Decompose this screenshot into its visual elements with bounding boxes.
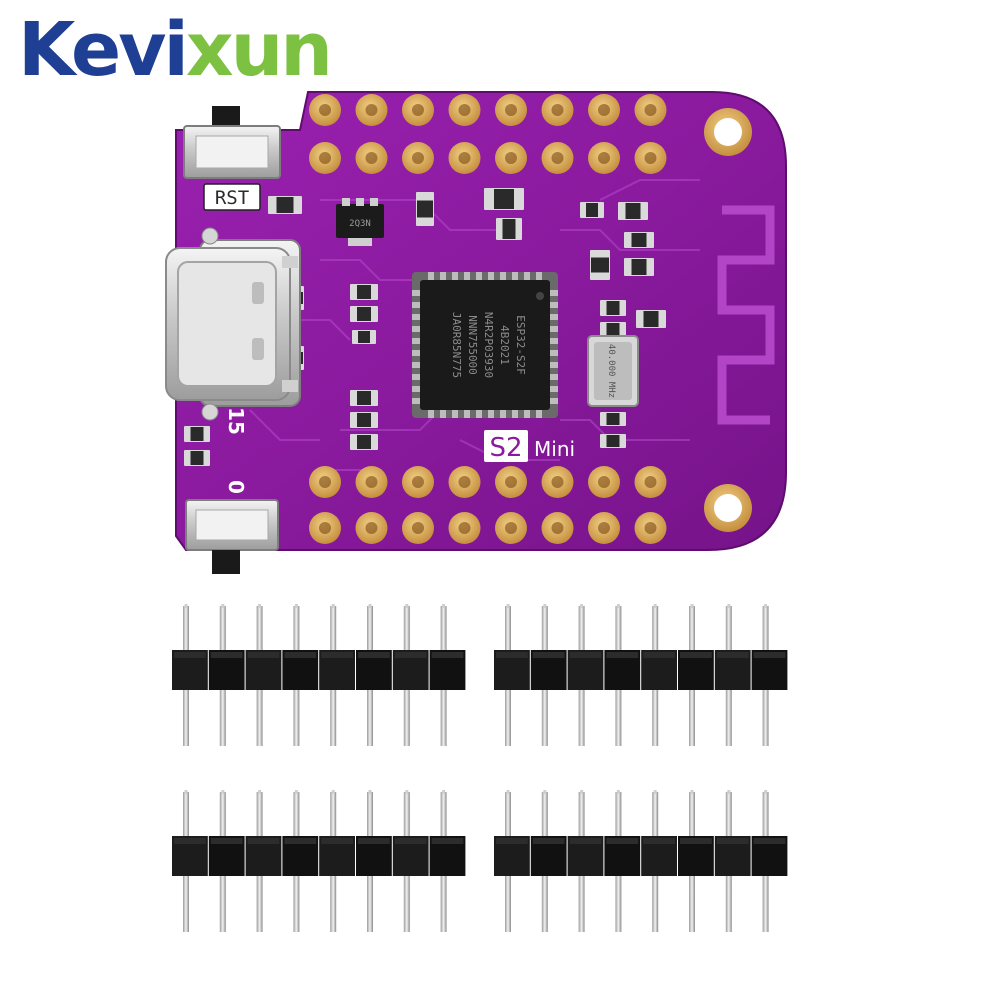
rst-button[interactable] xyxy=(183,106,281,179)
smd-component xyxy=(484,188,524,210)
rst-label-group: RST xyxy=(203,183,261,211)
solder-pad xyxy=(402,94,434,126)
solder-pad xyxy=(588,466,620,498)
model-label-box: S2 xyxy=(489,433,522,463)
svg-text:4B2021: 4B2021 xyxy=(498,325,511,365)
svg-text:JA0R85N775: JA0R85N775 xyxy=(450,312,463,378)
usb-c-port[interactable] xyxy=(165,227,301,421)
solder-pad xyxy=(355,466,388,498)
solder-pad xyxy=(495,512,527,544)
chip-marking: ESP32-S2F 4B2021 N4R2P03930 NNN755000 JA… xyxy=(450,312,527,378)
model-label-text: Mini xyxy=(534,437,575,461)
esp32-s2-chip: ESP32-S2F 4B2021 N4R2P03930 NNN755000 JA… xyxy=(412,272,558,418)
solder-pad xyxy=(634,142,667,174)
ic-marking: 2Q3N xyxy=(349,219,371,229)
solder-pad xyxy=(448,512,481,544)
solder-pad xyxy=(309,466,341,498)
pin-headers xyxy=(172,604,788,932)
solder-pad xyxy=(541,466,574,498)
mounting-hole-bottom xyxy=(704,484,752,532)
svg-text:ESP32-S2F: ESP32-S2F xyxy=(514,315,527,375)
solder-pad xyxy=(495,94,527,126)
crystal-label: 40.000 MHz xyxy=(606,344,616,398)
pin-label-0-group: 0 xyxy=(224,480,248,494)
solder-pad xyxy=(634,466,667,498)
solder-pad xyxy=(634,94,667,126)
solder-pad xyxy=(402,142,434,174)
smd-component xyxy=(580,202,604,218)
smd-components xyxy=(184,188,666,466)
solder-pad xyxy=(309,512,341,544)
solder-pad xyxy=(402,512,434,544)
solder-pad xyxy=(541,512,574,544)
model-label: S2 Mini xyxy=(484,430,575,463)
solder-pad xyxy=(634,512,667,544)
solder-pad xyxy=(448,94,481,126)
pin-label-15: 15 xyxy=(224,407,248,435)
smd-component xyxy=(350,284,378,300)
pin-header-strip xyxy=(172,790,466,932)
smd-component xyxy=(268,196,302,214)
smd-component xyxy=(184,426,210,442)
smd-component xyxy=(618,202,648,220)
voltage-regulator-ic: 2Q3N xyxy=(336,198,384,246)
smd-component xyxy=(352,330,376,344)
smd-component xyxy=(350,434,378,450)
smd-component xyxy=(600,434,626,448)
solder-pad xyxy=(588,512,620,544)
smd-component xyxy=(184,450,210,466)
smd-component xyxy=(350,412,378,428)
solder-pad xyxy=(495,142,527,174)
solder-pad xyxy=(541,142,574,174)
smd-component xyxy=(624,258,654,276)
solder-pad xyxy=(309,142,341,174)
smd-component xyxy=(590,250,610,280)
smd-component xyxy=(416,192,434,226)
solder-pad xyxy=(355,142,388,174)
pin-header-strip xyxy=(494,604,788,746)
mounting-hole-top xyxy=(704,108,752,156)
logo-text-part-b: xun xyxy=(185,7,333,93)
solder-pad xyxy=(309,94,341,126)
solder-pad xyxy=(448,142,481,174)
pin-header-strip xyxy=(494,790,788,932)
solder-pad xyxy=(355,512,388,544)
smd-component xyxy=(350,390,378,406)
pcb-antenna xyxy=(717,205,775,425)
pin-label-15-group: 15 xyxy=(224,407,248,435)
svg-text:NNN755000: NNN755000 xyxy=(466,315,479,375)
pad-rows xyxy=(309,94,667,544)
solder-pad xyxy=(588,94,620,126)
svg-text:N4R2P03930: N4R2P03930 xyxy=(482,312,495,378)
smd-component xyxy=(350,306,378,322)
smd-component xyxy=(496,218,522,240)
pin-header-strip xyxy=(172,604,466,746)
smd-component xyxy=(600,322,626,338)
rst-label: RST xyxy=(215,187,249,209)
crystal-oscillator: 40.000 MHz xyxy=(587,335,639,407)
solder-pad xyxy=(355,94,388,126)
solder-pad xyxy=(588,142,620,174)
solder-pad xyxy=(402,466,434,498)
brand-logo: Kevixun xyxy=(18,4,333,96)
pin-label-0: 0 xyxy=(224,480,248,494)
pcb-board: 2Q3N ESP32-S2F 4B2021 N4R2P03930 NNN7550… xyxy=(165,91,787,574)
solder-pad xyxy=(448,466,481,498)
solder-pad xyxy=(541,94,574,126)
boot-button[interactable] xyxy=(185,499,279,574)
smd-component xyxy=(600,412,626,426)
logo-text-part-a: Kevi xyxy=(18,7,189,93)
solder-pad xyxy=(495,466,527,498)
smd-component xyxy=(600,300,626,316)
smd-component xyxy=(624,232,654,248)
smd-component xyxy=(636,310,666,328)
